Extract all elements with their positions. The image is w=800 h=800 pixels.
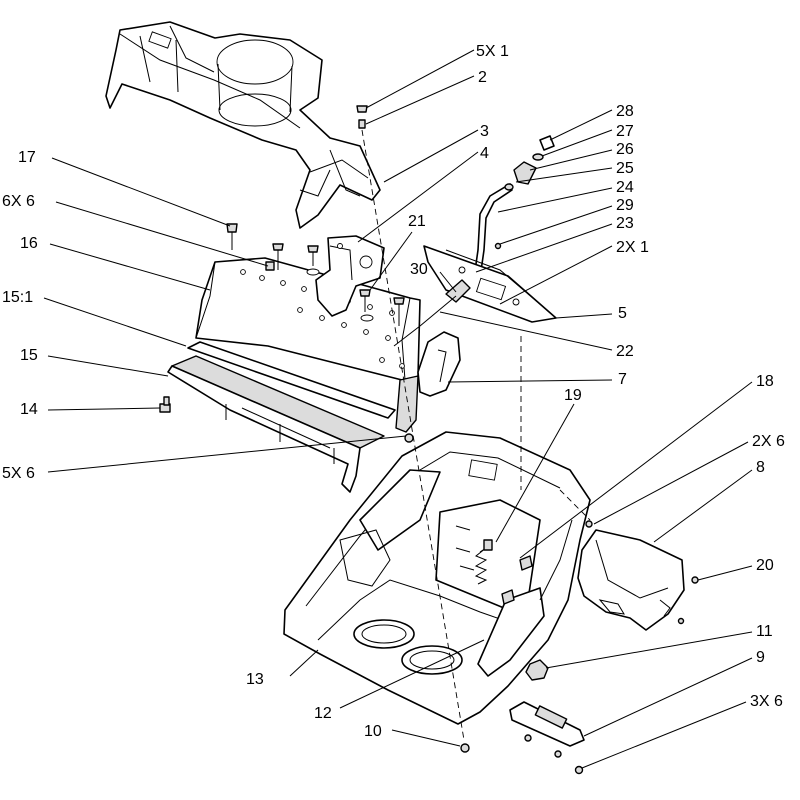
leader-line-c-29 [499, 205, 613, 245]
leader-line-c-14 [47, 407, 161, 411]
callout-5x6: 5X 6 [2, 465, 35, 482]
leader-line-c-2x1 [499, 245, 613, 305]
leader-line-c-17 [51, 157, 231, 227]
leader-line-c-21 [369, 231, 413, 291]
callout-5x1: 5X 1 [476, 43, 509, 60]
shift-bracket-assembly [393, 245, 557, 347]
callout-26: 26 [616, 141, 634, 158]
callout-23: 23 [616, 215, 634, 232]
callout-4: 4 [480, 145, 489, 162]
leader-line-c-8 [653, 469, 753, 543]
leader-line-c-3x6 [581, 701, 747, 769]
leader-line-c-28 [549, 109, 613, 141]
leader-line-c-13 [289, 649, 319, 677]
leader-line-c-3 [383, 129, 479, 183]
callout-27: 27 [616, 123, 634, 140]
leader-line-c-26 [529, 149, 613, 171]
callout-18: 18 [756, 373, 774, 390]
leader-lines [43, 49, 753, 769]
leader-line-c-27 [541, 129, 613, 157]
callout-7: 7 [618, 371, 627, 388]
leader-line-c-15 [47, 355, 169, 377]
callout-14: 14 [20, 401, 38, 418]
callout-29: 29 [616, 197, 634, 214]
leader-line-c-5 [555, 313, 613, 319]
side-bracket-part-7 [417, 331, 461, 397]
leader-line-c-2x6 [593, 441, 749, 525]
callout-10: 10 [364, 723, 382, 740]
leader-line-c-11 [545, 631, 753, 669]
leader-line-c-10 [391, 729, 461, 747]
callout-21: 21 [408, 213, 426, 230]
auger-housing-part [105, 21, 381, 229]
callout-24: 24 [616, 179, 634, 196]
callout-16: 16 [20, 235, 38, 252]
callout-11: 11 [756, 623, 773, 640]
leader-line-c-4 [357, 151, 479, 243]
callout-19: 19 [564, 387, 582, 404]
leader-line-c-5x1 [365, 49, 475, 109]
callout-17: 17 [18, 149, 36, 166]
leader-line-c-9 [583, 657, 753, 737]
callout-3: 3 [480, 123, 489, 140]
leader-line-c-18 [519, 381, 753, 559]
callout-30: 30 [410, 261, 428, 278]
leader-line-c-12 [339, 639, 485, 709]
leader-line-c-16 [49, 243, 211, 291]
leader-line-c-20 [697, 565, 753, 581]
leader-line-c-30 [439, 271, 457, 293]
leader-line-c-22 [439, 311, 613, 351]
scraper-bar-part [167, 341, 396, 493]
callout-15-1: 15:1 [2, 289, 33, 306]
leader-line-c-15-1 [43, 297, 187, 347]
console-cover-part-8 [577, 529, 685, 631]
bracket-plate-part-9 [509, 701, 585, 747]
spring-part-19 [474, 539, 493, 585]
leader-line-c-24 [497, 187, 613, 213]
callout-25: 25 [616, 160, 634, 177]
callout-8: 8 [756, 459, 765, 476]
callout-labels: 5X 1 2 3 4 17 6X 6 21 16 15:1 15 14 5X 6… [2, 43, 785, 740]
knob-part-11 [525, 659, 549, 681]
callout-5: 5 [618, 305, 627, 322]
leader-line-c-6x6 [55, 201, 269, 267]
leader-line-c-5x6 [47, 435, 407, 473]
callout-22: 22 [616, 343, 634, 360]
callout-3x6: 3X 6 [750, 693, 783, 710]
bolt-14 [159, 396, 171, 413]
assembly-lines [361, 129, 591, 741]
callout-9: 9 [756, 649, 765, 666]
callout-2: 2 [478, 69, 487, 86]
callout-2x1: 2X 1 [616, 239, 649, 256]
leader-line-c-7 [447, 379, 613, 383]
leader-line-c-19 [495, 403, 575, 543]
callout-15: 15 [20, 347, 38, 364]
callout-6x6: 6X 6 [2, 193, 35, 210]
callout-12: 12 [314, 705, 332, 722]
bracket-part-4 [315, 235, 385, 317]
leader-line-c-23 [475, 223, 613, 273]
callout-20: 20 [756, 557, 774, 574]
leader-line-c-2 [365, 75, 475, 125]
callout-28: 28 [616, 103, 634, 120]
leader-line-c-25 [515, 167, 613, 183]
callout-13: 13 [246, 671, 264, 688]
shift-lever-assembly [471, 135, 555, 293]
callout-2x6: 2X 6 [752, 433, 785, 450]
